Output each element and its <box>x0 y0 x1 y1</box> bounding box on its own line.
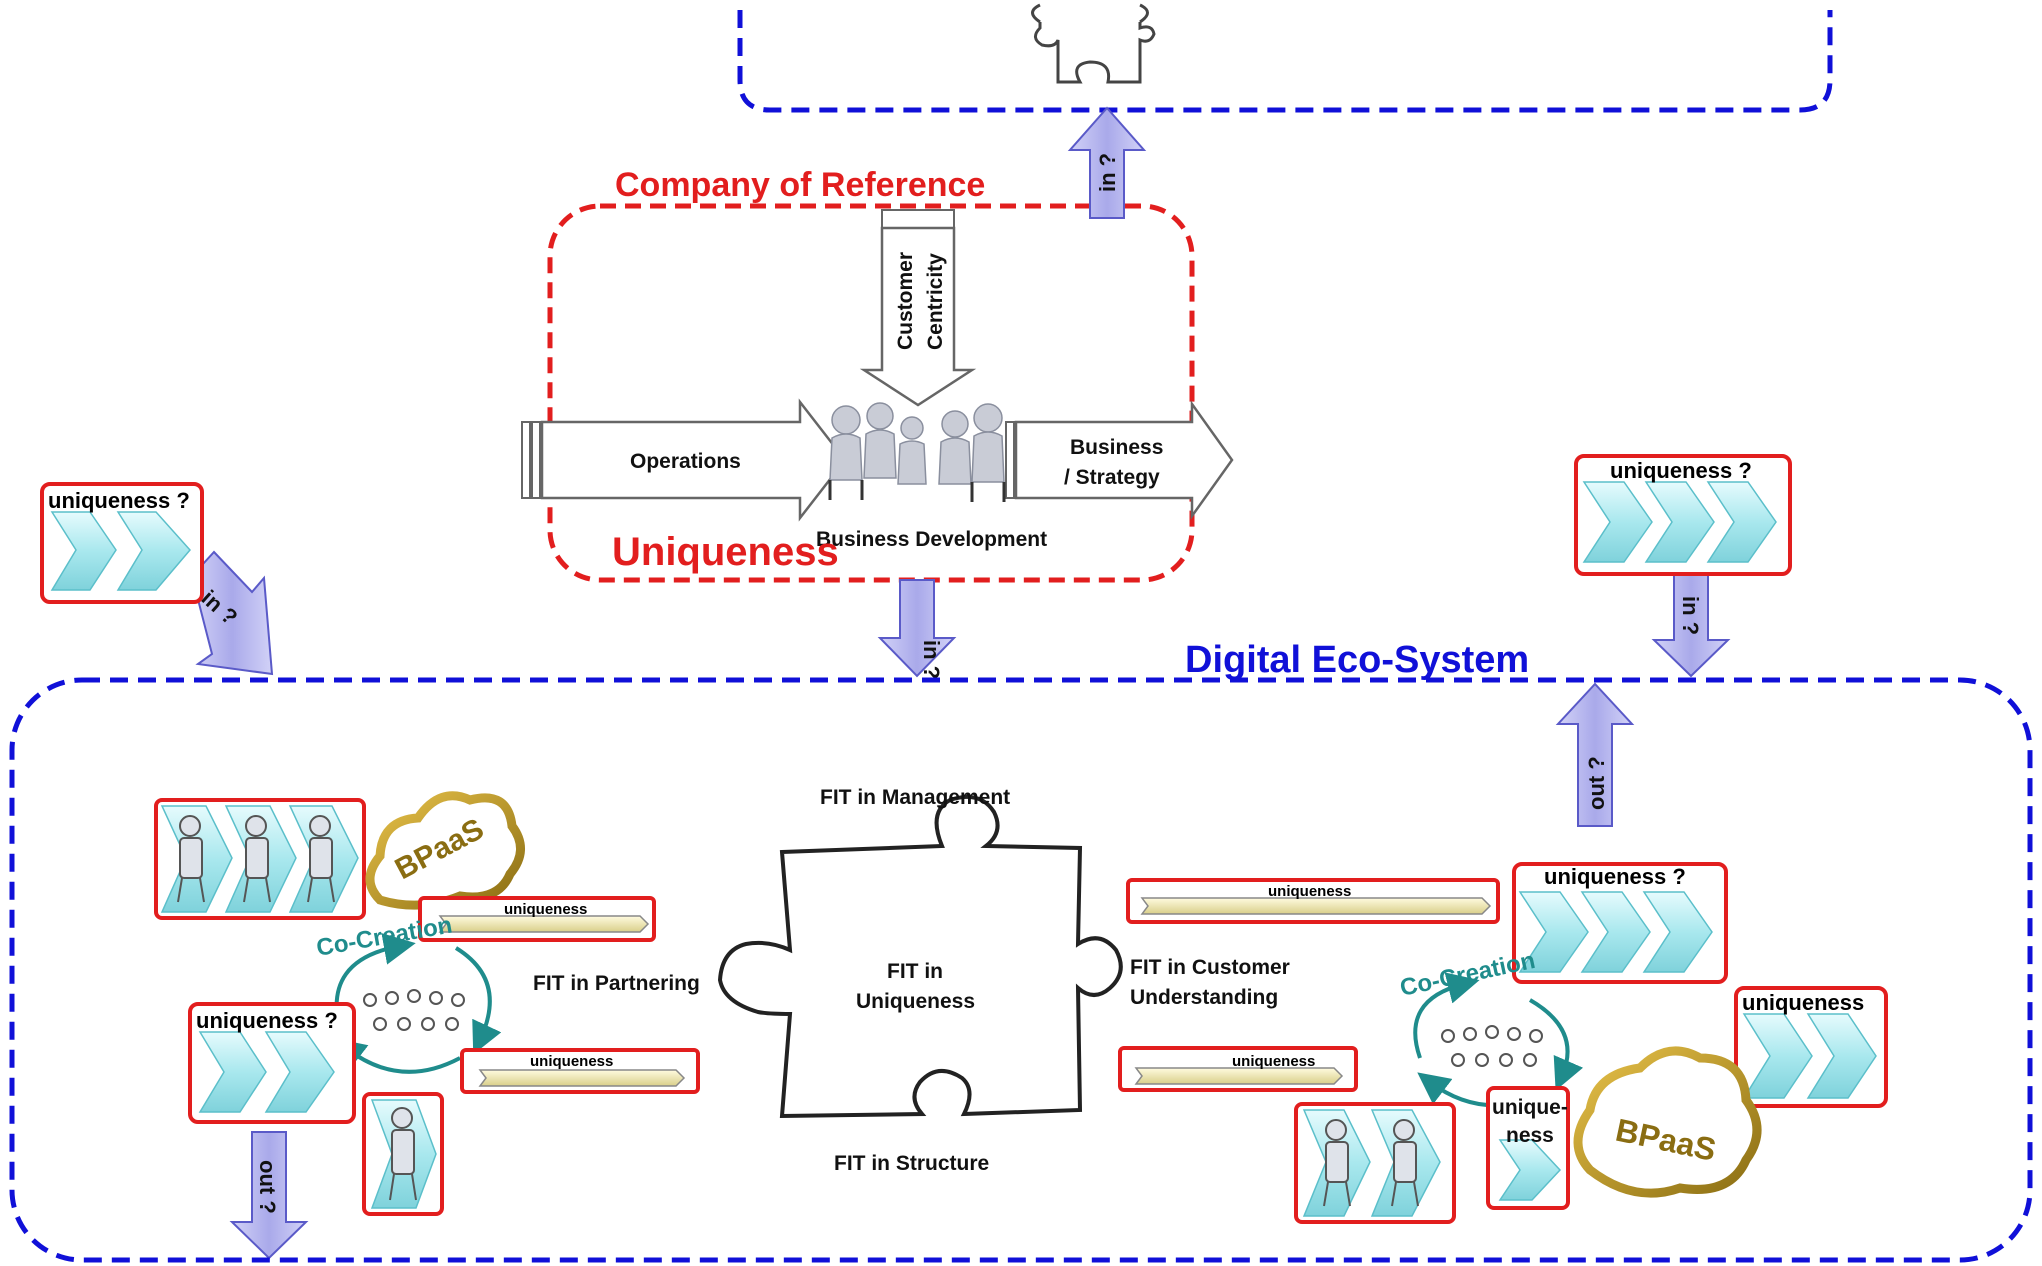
uniqueness-bar-label-right-bottom: uniqueness <box>1232 1053 1315 1070</box>
customer-centricity-arrow <box>859 209 977 407</box>
digital-eco-system-title: Digital Eco-System <box>1185 639 1529 681</box>
co-creation-cycle-right <box>1413 972 1584 1108</box>
robot-box-left-small <box>362 1092 444 1216</box>
company-box <box>547 203 1195 583</box>
top-ecosystem-box <box>737 10 1833 113</box>
operations-label: Operations <box>630 450 741 473</box>
puzzle-piece-center-icon <box>717 795 1123 1119</box>
fit-uniqueness-label-2: Uniqueness <box>856 990 975 1013</box>
uniqueness-bar-label-left-bottom: uniqueness <box>530 1053 613 1070</box>
uniqueness-box-left-mid <box>188 1002 356 1124</box>
fit-uniqueness-label-1: FIT in <box>887 960 943 983</box>
in-arrow-left-diagonal <box>190 550 274 676</box>
uniqueness-bar-label-right-top: uniqueness <box>1268 883 1351 900</box>
in-label-company: in ? <box>919 640 944 679</box>
in-arrow-right-down <box>1651 573 1731 678</box>
in-arrow-top-right <box>1067 106 1147 219</box>
customer-centricity-label-1: Customer <box>894 252 917 350</box>
uniqueness-box-top-right <box>1574 454 1792 576</box>
meeting-people-icon <box>828 402 1006 502</box>
fit-partnering-label: FIT in Partnering <box>533 972 700 995</box>
uniqueness-split-label-1: unique- <box>1492 1096 1568 1119</box>
fit-structure-label: FIT in Structure <box>834 1152 989 1175</box>
uniqueness-box-far-right <box>1734 986 1888 1108</box>
puzzle-piece-top-icon <box>1031 3 1156 84</box>
uniqueness-box-split-right <box>1486 1086 1570 1210</box>
out-label-left: out ? <box>255 1160 280 1214</box>
robots-chevron-box-right <box>1294 1102 1456 1224</box>
co-creation-label-right: Co-Creation <box>1398 947 1538 1002</box>
fit-customer-label-1: FIT in Customer <box>1130 956 1290 979</box>
in-arrow-company-down <box>877 579 957 678</box>
fit-customer-label-2: Understanding <box>1130 986 1278 1009</box>
uniqueness-title: Uniqueness <box>612 530 839 574</box>
uniqueness-bar-left-bottom <box>460 1048 700 1094</box>
robot-icons-left <box>177 815 335 903</box>
uniqueness-bar-right-bottom <box>1118 1046 1358 1092</box>
operations-arrow <box>521 398 847 522</box>
business-strategy-arrow <box>1005 400 1234 520</box>
in-label-right: in ? <box>1678 596 1703 635</box>
uniqueness-split-label-2: ness <box>1506 1124 1554 1147</box>
uniqueness-box-right-mid <box>1512 862 1728 984</box>
fit-management-label: FIT in Management <box>820 786 1010 809</box>
uniqueness-q-label-left-mid: uniqueness ? <box>196 1008 338 1033</box>
bpaas-cloud-right <box>1573 1046 1762 1198</box>
out-arrow-right-up <box>1555 682 1635 827</box>
uniqueness-bar-left-top <box>418 896 656 942</box>
digital-eco-system-box <box>9 677 2033 1263</box>
uniqueness-label-far-right: uniqueness <box>1742 990 1864 1015</box>
uniqueness-q-label-right-mid: uniqueness ? <box>1544 864 1686 889</box>
uniqueness-box-top-left <box>40 482 204 604</box>
uniqueness-bar-right-top <box>1126 878 1500 924</box>
business-development-label: Business Development <box>816 528 1047 551</box>
out-label-right: out ? <box>1584 756 1609 810</box>
in-label-top: in ? <box>1095 153 1120 192</box>
company-of-reference-title: Company of Reference <box>615 166 985 204</box>
customer-centricity-label-2: Centricity <box>924 253 947 350</box>
business-strategy-label-1: Business <box>1070 436 1163 459</box>
uniqueness-bar-label-left-top: uniqueness <box>504 901 587 918</box>
out-arrow-left-down <box>229 1131 309 1260</box>
uniqueness-q-label-top-right: uniqueness ? <box>1610 458 1752 483</box>
business-strategy-label-2: / Strategy <box>1064 466 1160 489</box>
uniqueness-q-label-top-left: uniqueness ? <box>48 488 190 513</box>
